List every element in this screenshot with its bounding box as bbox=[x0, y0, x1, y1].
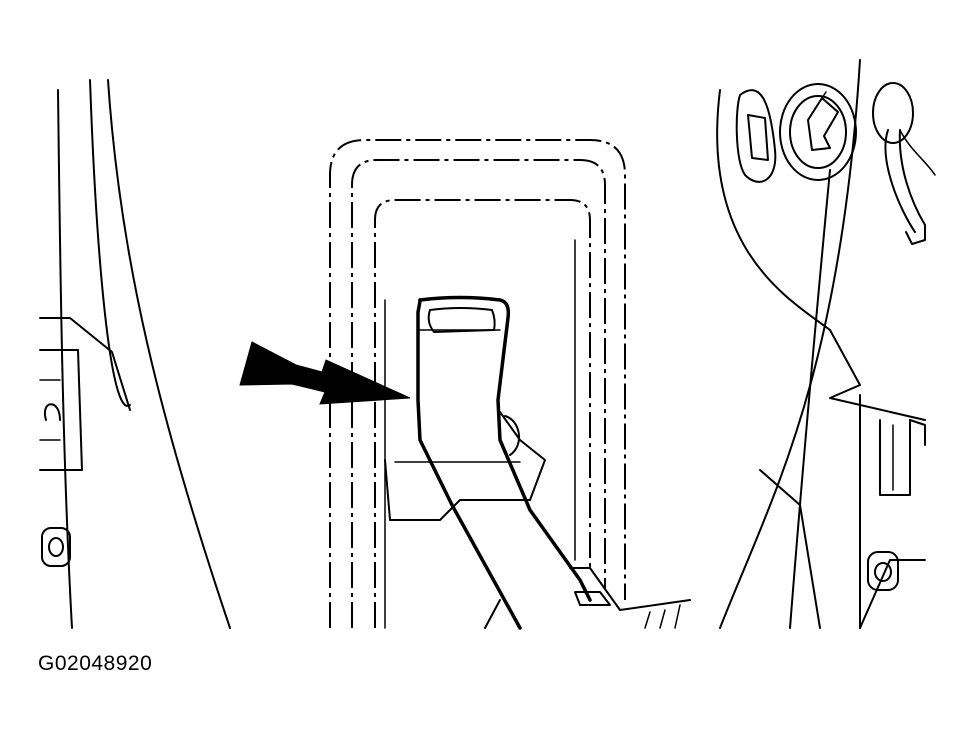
ignition-lock bbox=[735, 83, 857, 183]
pointer-arrow bbox=[239, 341, 411, 405]
steering-column bbox=[716, 59, 926, 629]
mounting-hole-right bbox=[867, 551, 899, 591]
lever-boot bbox=[384, 411, 546, 521]
mounting-hole-left bbox=[41, 527, 71, 567]
left-door-panel bbox=[39, 79, 231, 629]
lever-base bbox=[484, 567, 691, 629]
figure-id-label: G02048920 bbox=[38, 652, 153, 675]
parking-brake-lever bbox=[416, 295, 592, 630]
key-ring bbox=[872, 82, 936, 245]
